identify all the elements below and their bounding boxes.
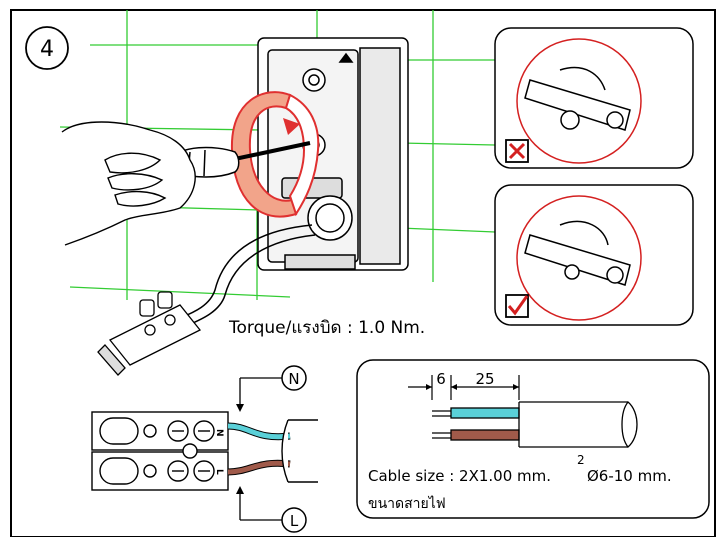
strip-dim-6: 6 (436, 370, 446, 388)
cable-size-panel: 6 25 Cable size : 2X1.00 mm. 2 Ø6-10 mm.… (356, 359, 710, 519)
inset-wrong (494, 27, 694, 169)
inset-correct (494, 184, 694, 326)
rotation-arrow-icon (230, 91, 320, 218)
cable-size-thai: ขนาดสายไฟ (368, 495, 446, 512)
torque-label: Torque/แรงบิด : 1.0 Nm. (228, 318, 425, 338)
terminal-connector (97, 291, 202, 376)
junction-box (257, 37, 409, 271)
hand-icon (61, 121, 196, 246)
terminal-l-label: L (290, 512, 299, 530)
terminal-detail: N L N L (91, 365, 318, 533)
cable-size-superscript: 2 (577, 453, 585, 467)
cable-diameter: Ø6-10 mm. (587, 467, 672, 485)
strip-dim-25: 25 (475, 370, 494, 388)
frame-border (10, 9, 716, 537)
step-number: 4 (40, 37, 54, 62)
step-badge (25, 26, 69, 70)
terminal-n-small: N (214, 429, 224, 437)
terminal-n-label: N (288, 370, 299, 388)
cable-to-connector (179, 224, 316, 327)
terminal-l-small: L (214, 469, 224, 475)
cable-size-label: Cable size : 2X1.00 mm. (368, 467, 551, 485)
